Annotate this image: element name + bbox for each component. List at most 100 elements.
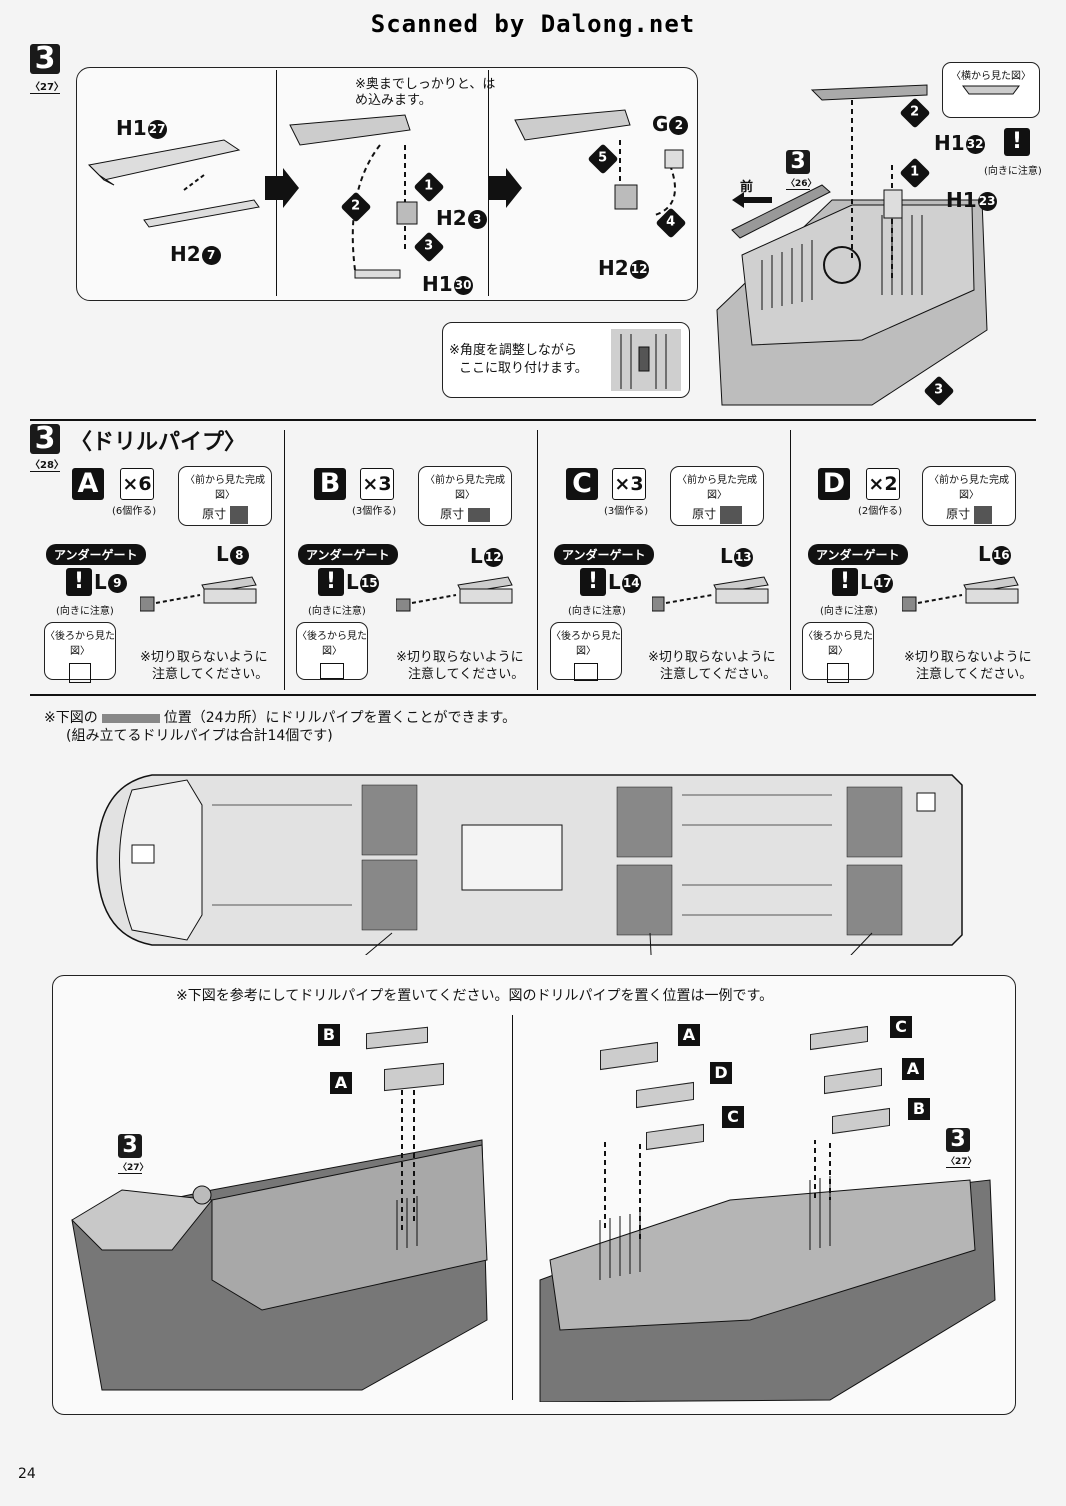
- section-divider: [30, 694, 1036, 696]
- drill-pipe-part-drawing: [140, 576, 257, 612]
- ref-step-number: 3: [786, 150, 810, 174]
- ref-step-sub: 〈26〉: [786, 176, 817, 190]
- page-number: 24: [18, 1466, 36, 1482]
- actual-size-label: 原寸: [671, 505, 763, 524]
- variant-qty-note: (6個作る): [112, 506, 157, 517]
- ship-bow-drawing: [71, 1090, 488, 1391]
- next-step-arrow-icon: [265, 168, 299, 208]
- placement-legend-swatch: [101, 713, 160, 723]
- angle-detail-drawing: [611, 329, 681, 391]
- actual-size-label: 原寸: [923, 505, 1015, 524]
- front-view-box: 〈前から見た完成図〉 原寸: [922, 466, 1016, 526]
- step-number: 3: [30, 44, 60, 74]
- rear-view-box: 〈後ろから見た図〉: [296, 622, 368, 680]
- under-gate-label: アンダーゲート: [554, 544, 654, 565]
- variant-letter: C: [566, 468, 598, 500]
- placement-note-line2: (組み立てるドリルパイプは合計14個です): [66, 728, 333, 744]
- angle-note-line2: ここに取り付けます。: [459, 361, 588, 376]
- rear-view-drawing: [320, 663, 344, 679]
- next-step-arrow-icon: [488, 168, 522, 208]
- front-direction-arrow-icon: [732, 192, 772, 208]
- angle-note-line1: ※角度を調整しながら: [449, 343, 577, 358]
- front-view-label: 〈前から見た完成図〉: [425, 475, 505, 501]
- caution-label: (向きに注意): [820, 606, 878, 617]
- variant-qty-note: (2個作る): [858, 506, 903, 517]
- variant-divider: [284, 430, 285, 690]
- rear-view-label: 〈後ろから見た図〉: [45, 631, 115, 657]
- side-view-drawing: [962, 85, 1020, 95]
- caution-label: (向きに注意): [984, 166, 1042, 177]
- deck-plan-drawing: [96, 774, 963, 955]
- pipe-tag: C: [722, 1106, 744, 1128]
- caution-label: (向きに注意): [308, 606, 366, 617]
- front-view-box: 〈前から見た完成図〉 原寸: [418, 466, 512, 526]
- actual-size-label: 原寸: [419, 505, 511, 522]
- rear-view-box: 〈後ろから見た図〉: [802, 622, 874, 683]
- pipe-tag: A: [330, 1072, 352, 1094]
- step-ref: 〈28〉: [30, 456, 64, 472]
- under-gate-label: アンダーゲート: [808, 544, 908, 565]
- pipe-tag: D: [710, 1062, 732, 1084]
- section-divider: [30, 419, 1036, 421]
- cut-note-2: 注意してください。: [916, 667, 1033, 682]
- rear-view-label: 〈後ろから見た図〉: [551, 631, 621, 657]
- caution-icon: !: [66, 568, 92, 596]
- cut-note-1: ※切り取らないように: [904, 650, 1032, 665]
- cut-note-1: ※切り取らないように: [140, 650, 268, 665]
- front-view-label: 〈前から見た完成図〉: [677, 475, 757, 501]
- caution-icon: !: [580, 568, 606, 596]
- front-view-label: 〈前から見た完成図〉: [929, 475, 1009, 501]
- actual-size-label: 原寸: [179, 505, 271, 524]
- side-view-label: 〈横から見た図〉: [951, 71, 1031, 82]
- caution-icon: !: [832, 568, 858, 596]
- caution-icon: !: [1004, 128, 1030, 156]
- rear-view-box: 〈後ろから見た図〉: [550, 622, 622, 681]
- ship-stern-drawing: [716, 84, 988, 406]
- pipe-tag: A: [902, 1058, 924, 1080]
- variant-qty: ×6: [120, 468, 154, 500]
- ship-midship-drawing: [539, 1140, 996, 1402]
- assembly-panel: [76, 67, 698, 301]
- cut-note-1: ※切り取らないように: [648, 650, 776, 665]
- side-view-box: 〈横から見た図〉: [942, 62, 1040, 118]
- panel-divider: [512, 1015, 513, 1400]
- rear-view-drawing: [69, 663, 91, 683]
- variant-letter: A: [72, 468, 104, 500]
- front-view-label: 〈前から見た完成図〉: [185, 475, 265, 501]
- caution-icon: !: [318, 568, 344, 596]
- crane-g-assembly-drawing: [514, 109, 684, 216]
- front-label: 前: [740, 180, 754, 195]
- step-number: 3: [30, 424, 60, 454]
- pipe-tag: B: [318, 1024, 340, 1046]
- variant-letter: D: [818, 468, 850, 500]
- cut-note-1: ※切り取らないように: [396, 650, 524, 665]
- variant-divider: [790, 430, 791, 690]
- variant-qty-note: (3個作る): [604, 506, 649, 517]
- step-ref: 〈27〉: [30, 78, 64, 94]
- variant-qty-note: (3個作る): [352, 506, 397, 517]
- crane-arm-drawing: [87, 139, 260, 228]
- pipe-tag: A: [678, 1024, 700, 1046]
- variant-divider: [537, 430, 538, 690]
- under-gate-label: アンダーゲート: [298, 544, 398, 565]
- front-view-box: 〈前から見た完成図〉 原寸: [670, 466, 764, 526]
- variant-letter: B: [314, 468, 346, 500]
- caution-label: (向きに注意): [56, 606, 114, 617]
- rear-view-drawing: [827, 663, 849, 683]
- placement-example-note: ※下図を参考にしてドリルパイプを置いてください。図のドリルパイプを置く位置は一例…: [176, 988, 774, 1004]
- pipe-tag: B: [908, 1098, 930, 1120]
